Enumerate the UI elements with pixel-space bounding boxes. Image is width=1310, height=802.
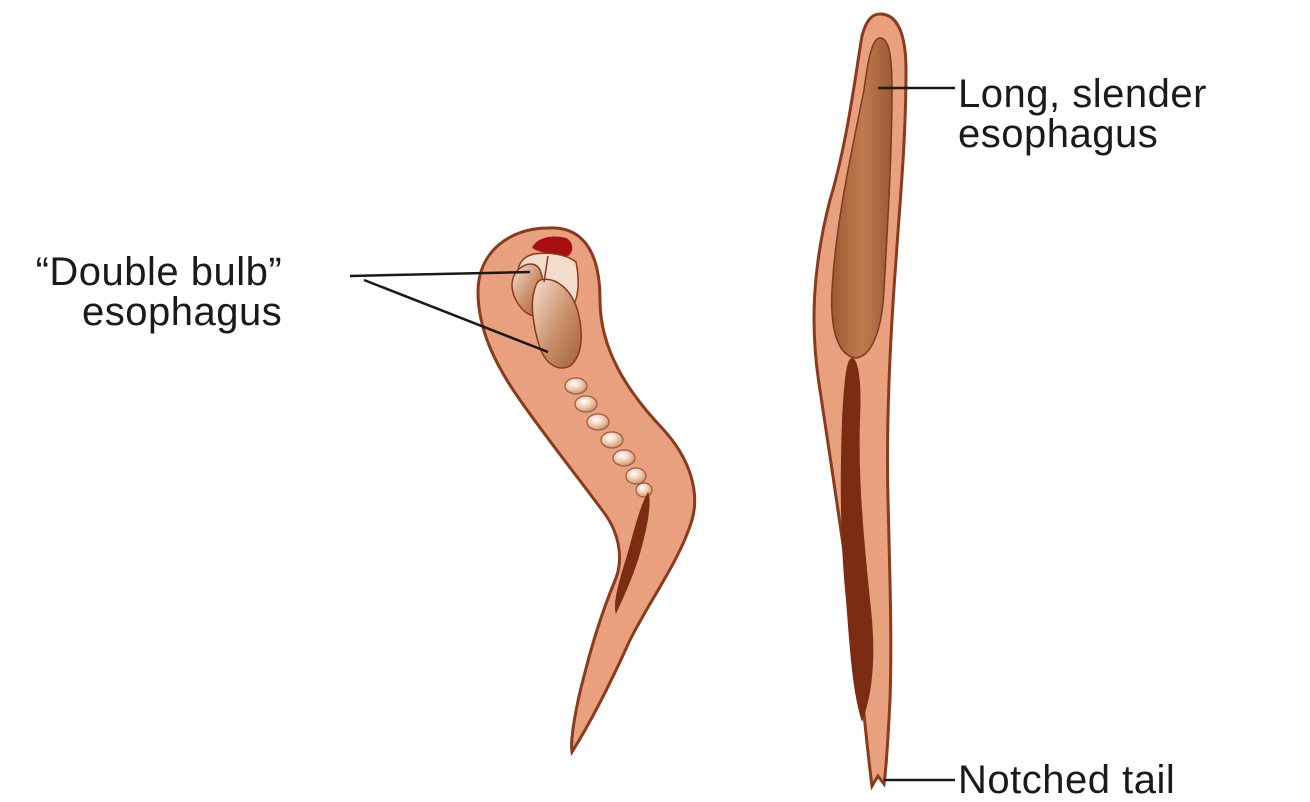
label-long-slender-line2: esophagus xyxy=(958,114,1207,154)
right-nematode xyxy=(814,14,906,786)
bead xyxy=(636,483,652,497)
bead xyxy=(601,432,623,448)
bead xyxy=(587,414,609,430)
left-nematode xyxy=(478,228,695,752)
bead xyxy=(626,468,646,484)
bead xyxy=(575,396,597,412)
bead xyxy=(565,378,587,394)
label-double-bulb-line2: esophagus xyxy=(8,292,282,332)
label-long-slender-line1: Long, slender xyxy=(958,74,1207,114)
left-nematode-body xyxy=(478,228,695,752)
label-double-bulb-line1: “Double bulb” xyxy=(8,252,282,292)
label-double-bulb-esophagus: “Double bulb” esophagus xyxy=(8,252,282,332)
label-notched-tail-line1: Notched tail xyxy=(958,760,1175,800)
bead xyxy=(613,450,635,466)
label-notched-tail: Notched tail xyxy=(958,760,1175,800)
label-long-slender-esophagus: Long, slender esophagus xyxy=(958,74,1207,154)
